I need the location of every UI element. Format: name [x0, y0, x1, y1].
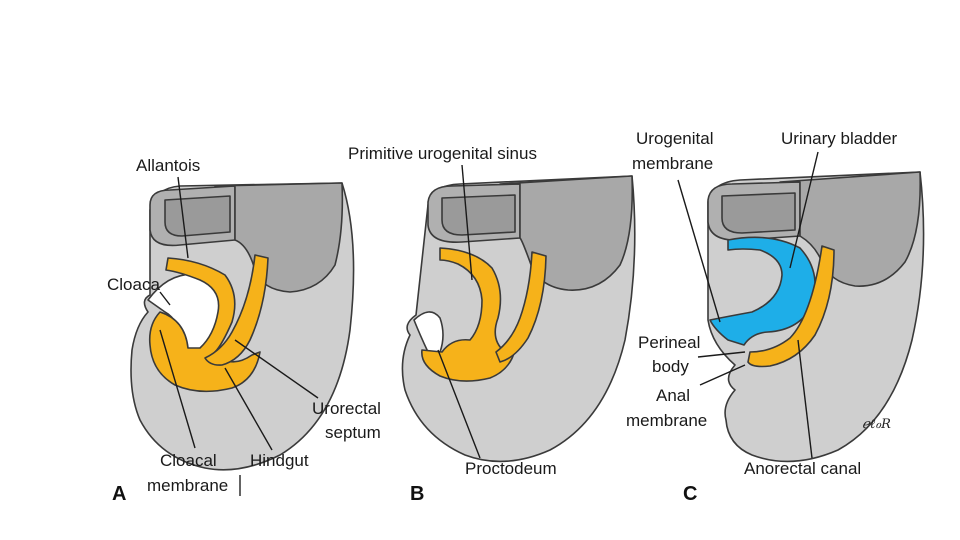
panel-c-hindgut-region: [779, 171, 922, 287]
panel-letter-b: B: [410, 483, 424, 505]
label-perineal-body-1: Perineal: [638, 333, 700, 352]
panel-c: Urogenital membrane Urinary bladder Peri…: [626, 129, 925, 505]
label-anal-membrane-2: membrane: [626, 411, 707, 430]
leader-urogenital-membrane: [677, 179, 721, 323]
leader-perineal-body: [697, 351, 746, 358]
label-urorectal-septum-1: Urorectal: [312, 399, 381, 418]
label-hindgut: Hindgut: [250, 451, 309, 470]
artist-signature: ℯℓℴR: [862, 417, 891, 432]
panel-a-hindgut-region: [214, 182, 344, 293]
label-primitive-urogenital-sinus: Primitive urogenital sinus: [348, 144, 537, 163]
label-urinary-bladder: Urinary bladder: [781, 129, 898, 148]
leader-urinary-bladder: [789, 151, 819, 269]
leader-allantois: [177, 176, 189, 259]
leader-hindgut: [224, 367, 273, 451]
label-proctodeum: Proctodeum: [465, 459, 557, 478]
panel-letter-a: A: [112, 483, 126, 505]
label-perineal-body-2: body: [652, 357, 689, 376]
label-allantois: Allantois: [136, 156, 200, 175]
panel-b-proctodeum-notch: [413, 311, 444, 353]
panel-b-urogenital-sinus: [421, 247, 516, 382]
panel-c-anorectal-canal: [747, 245, 835, 368]
leader-anal-membrane: [699, 364, 746, 386]
leader-proctodeum: [437, 349, 481, 459]
label-cloacal-membrane-2: membrane: [147, 476, 228, 495]
panel-a-cloaca: [148, 257, 261, 393]
leader-urorectal-septum: [234, 339, 319, 399]
panel-c-urinary-bladder: [709, 236, 816, 346]
label-cloaca: Cloaca: [107, 275, 160, 294]
label-urorectal-septum-2: septum: [325, 423, 381, 442]
panel-b-hindgut: [495, 251, 547, 363]
panel-a-hindgut: [204, 254, 269, 366]
panel-letter-c: C: [683, 483, 697, 505]
leader-cloacal-membrane: [159, 329, 196, 449]
label-urogenital-membrane-1: Urogenital: [636, 129, 714, 148]
panel-a: Allantois Cloaca Cloacal membrane Hindgu…: [107, 156, 381, 505]
label-anal-membrane-1: Anal: [656, 386, 690, 405]
label-anorectal-canal: Anorectal canal: [744, 459, 861, 478]
panel-b: Primitive urogenital sinus Proctodeum B: [348, 144, 636, 505]
leader-cloaca: [159, 291, 171, 306]
label-cloacal-membrane-1: Cloacal: [160, 451, 217, 470]
leader-primitive-urogenital-sinus: [461, 164, 473, 281]
leader-anorectal-canal: [797, 339, 813, 459]
label-urogenital-membrane-2: membrane: [632, 154, 713, 173]
